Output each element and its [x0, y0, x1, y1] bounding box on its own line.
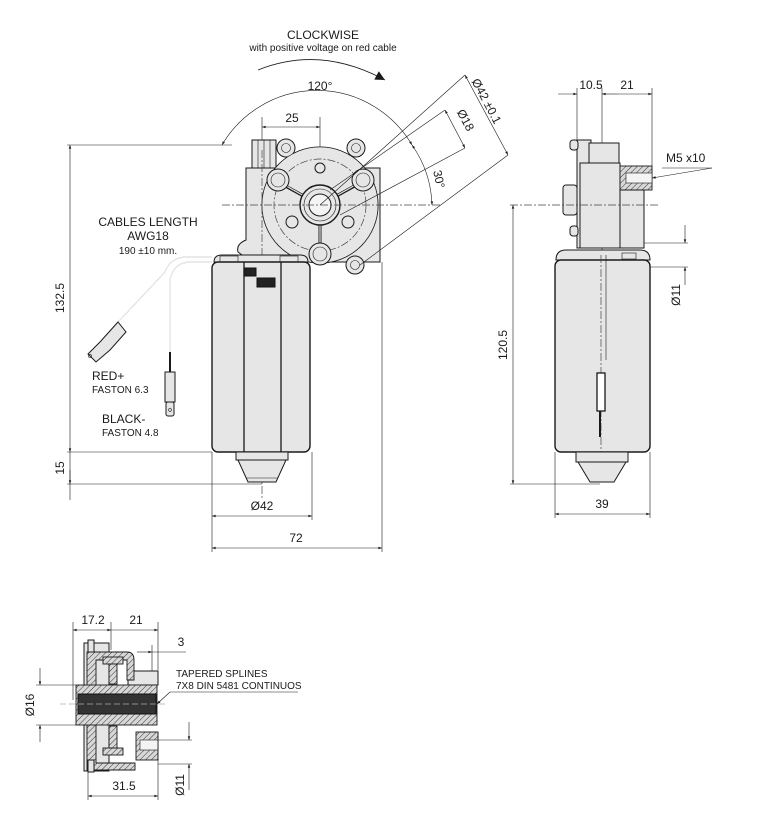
overall-width-label: 72: [289, 531, 303, 545]
angle-arc-30: [411, 144, 434, 206]
clockwise-arrow-icon: [257, 59, 386, 81]
mounting-hole: [308, 242, 332, 266]
black-connector-label: FASTON 4.8: [102, 428, 159, 439]
gear-housing-section: [86, 651, 136, 771]
red-faston-connector: [87, 321, 127, 363]
motor-can: [211, 261, 311, 453]
thread-label: M5 x10: [666, 151, 706, 165]
shaft-dim-label: 21: [620, 78, 634, 92]
section-dim-a-label: 17.2: [81, 613, 105, 627]
mounting-hole: [351, 168, 375, 192]
red-connector-label: FASTON 6.3: [92, 385, 149, 396]
flange-diameter-label: Ø42 ±0.1: [469, 76, 505, 126]
cable-assembly: [87, 256, 212, 417]
spline-label-line1: TAPERED SPLINES: [176, 669, 268, 680]
body-diameter-label: Ø42: [251, 499, 274, 513]
angle-arc-120: [221, 90, 413, 146]
side-width-label: 39: [595, 497, 609, 511]
cables-length: 190 ±10 mm.: [119, 246, 177, 257]
cables-title: CABLES LENGTH: [98, 215, 197, 229]
end-bearing: [237, 459, 287, 483]
side-height-label: 120.5: [496, 330, 510, 360]
shaft-diameter-label: Ø11: [669, 284, 683, 306]
pilot-diameter-label: Ø18: [454, 107, 477, 134]
section-view: 17.2 21 3 TAPERED SPLINES 7X8 DIN 5481 C…: [23, 613, 302, 800]
offset-dim-label: 10.5: [579, 78, 603, 92]
pilot-diameter-dim: [444, 109, 466, 149]
section-dim-b-label: 21: [129, 613, 143, 627]
black-cable-label: BLACK-: [102, 412, 145, 426]
mounting-hole: [266, 168, 290, 192]
red-cable-label: RED+: [92, 369, 124, 383]
rotation-title: CLOCKWISE: [287, 28, 359, 42]
motor-can-side: [554, 259, 651, 453]
bottom-height-label: 15: [53, 461, 67, 475]
front-view: 120° 25: [53, 74, 509, 552]
section-shaft-diameter-label: Ø11: [173, 774, 187, 796]
bore-diameter-label: Ø16: [23, 693, 37, 716]
side-view: 10.5 21 M5 x10 Ø11 120.5: [496, 78, 713, 518]
overall-height-label: 132.5: [53, 283, 67, 313]
cables-gauge: AWG18: [127, 229, 169, 243]
rotation-indicator: CLOCKWISE with positive voltage on red c…: [248, 28, 397, 81]
rotation-subtitle: with positive voltage on red cable: [248, 43, 397, 54]
flange-diameter-dim: [464, 74, 509, 156]
spline-label-line2: 7X8 DIN 5481 CONTINUOS: [176, 681, 302, 692]
black-faston-connector: [164, 371, 176, 403]
angle-offset-label: 30°: [430, 169, 448, 190]
angle-label: 120°: [308, 79, 333, 93]
section-dim-c-label: 3: [178, 635, 185, 649]
hole-spacing-label: 25: [285, 111, 299, 125]
section-length-label: 31.5: [112, 779, 136, 793]
